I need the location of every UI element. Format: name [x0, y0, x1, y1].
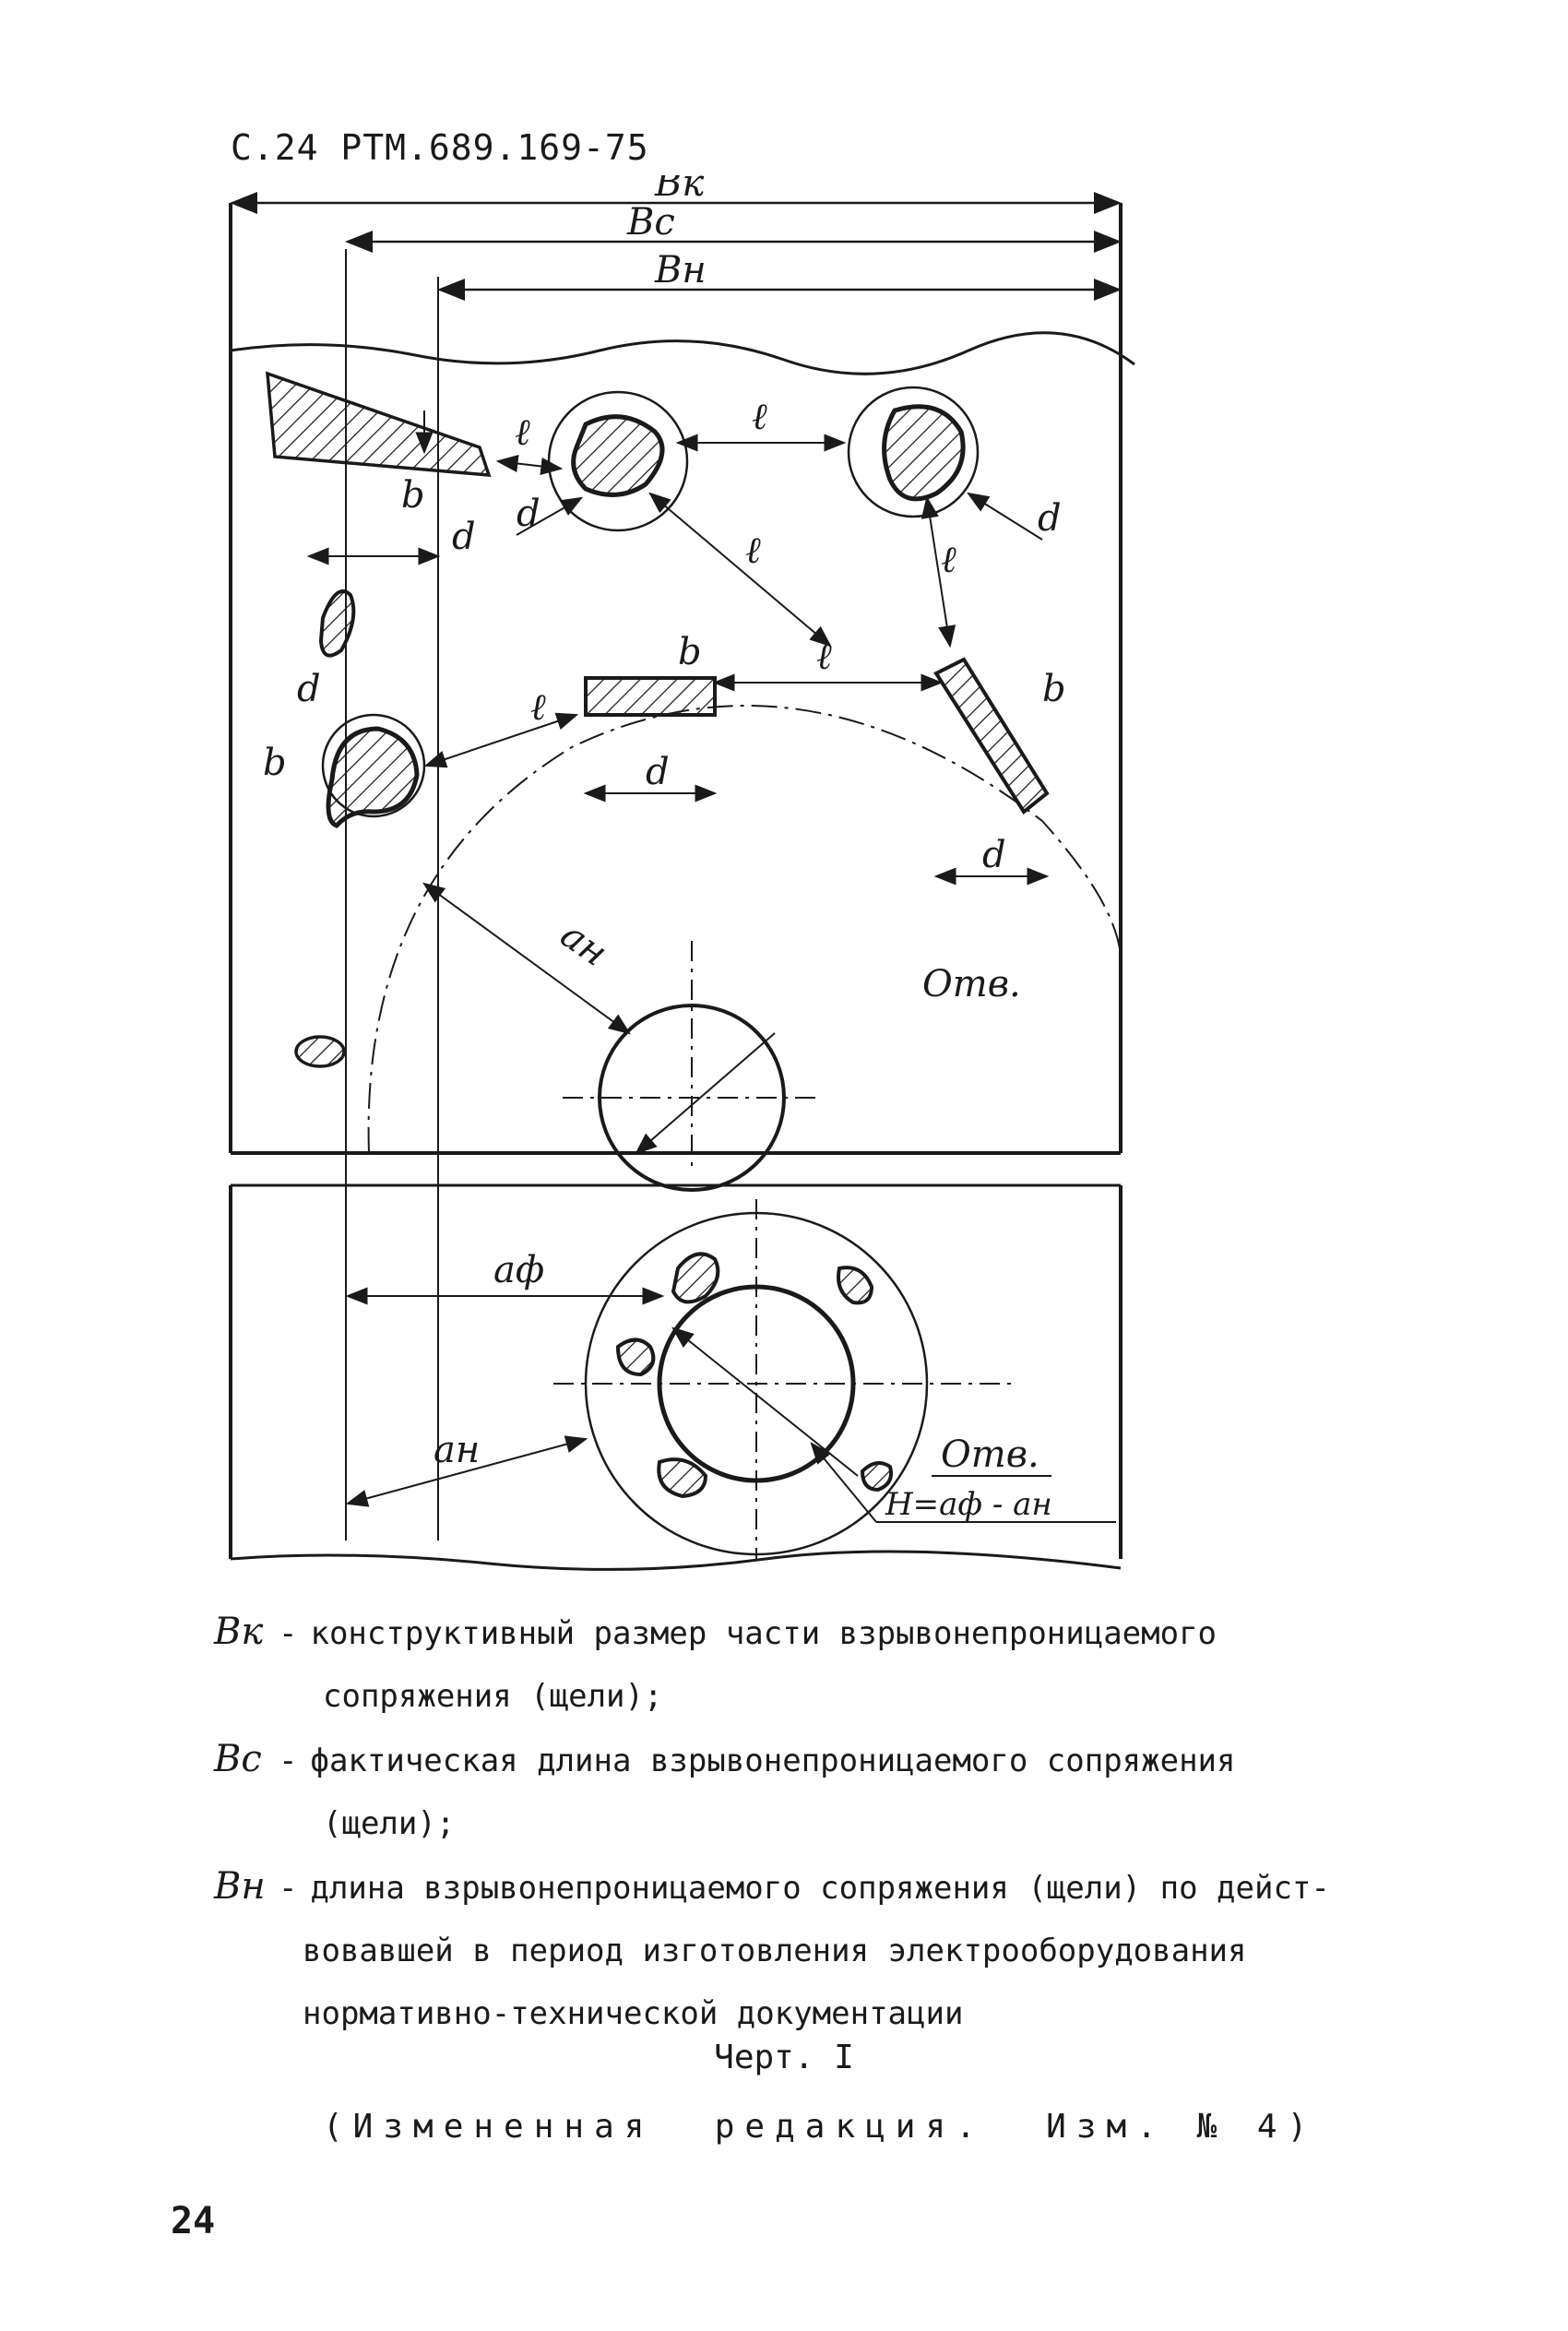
- legend-symbol-bn: Вн: [214, 1865, 266, 1908]
- legend-item-bn-cont-1: вовавшей в период изготовления электрооб…: [214, 1920, 1358, 1982]
- legend-item-bn-cont-2: нормативно-технической документации: [214, 1982, 1358, 2045]
- legend-item-bn: Вн-длина взрывонепроницаемого сопряжения…: [214, 1855, 1358, 1920]
- label-bk: Вк: [654, 175, 704, 205]
- l-arrow-3: [648, 492, 832, 648]
- legend-text-line: нормативно-технической документации: [303, 1995, 964, 2032]
- label-b-3: b: [1042, 668, 1066, 710]
- slanted-pore: [933, 657, 1050, 815]
- legend-text-line: длина взрывонепроницаемого сопряжения (щ…: [310, 1870, 1330, 1907]
- drawing-svg: Вк Вс Вн ℓ ℓ ℓ ℓ ℓ ℓ d d d d d d b b b b…: [229, 175, 1135, 1571]
- legend-dash: -: [279, 1742, 298, 1779]
- label-l-1: ℓ: [515, 411, 530, 454]
- legend-text-line: сопряжения (щели);: [323, 1678, 663, 1715]
- pore-circle-2: [847, 386, 980, 518]
- an-lower-arrow: [345, 1435, 588, 1507]
- legend-dash: -: [279, 1615, 298, 1652]
- label-b-4: b: [263, 742, 287, 784]
- legend-symbol-bk: Вк: [214, 1611, 264, 1653]
- legend: Вк-конструктивный размер части взрывонеп…: [214, 1600, 1358, 2045]
- upper-view-wavy-edge: [230, 331, 1135, 375]
- d-leader-2: [516, 496, 584, 536]
- legend-item-bk: Вк-конструктивный размер части взрывонеп…: [214, 1600, 1358, 1665]
- label-l-4: ℓ: [941, 539, 956, 581]
- pore-blob-small-2: [294, 1035, 346, 1068]
- label-an-lower: ан: [434, 1429, 480, 1471]
- l-arrow-1: [495, 454, 564, 476]
- label-l-5: ℓ: [530, 686, 546, 729]
- page-number: 24: [171, 2200, 216, 2242]
- pore-blob-3: [326, 726, 420, 828]
- lower-view-bottom-edge: [230, 1550, 1122, 1571]
- lower-pore-5: [860, 1461, 894, 1493]
- legend-text-line: фактическая длина взрывонепроницаемого с…: [310, 1742, 1236, 1779]
- label-d-5: d: [646, 751, 670, 793]
- wedge-pore: [266, 371, 492, 477]
- pore-blob-small-1: [318, 589, 356, 658]
- label-b-1: b: [401, 474, 425, 517]
- lower-pore-2: [837, 1266, 874, 1305]
- otv-lower-leader: [671, 1326, 859, 1477]
- rect-pore: [584, 676, 717, 717]
- legend-item-bc: Вс-фактическая длина взрывонепроницаемог…: [214, 1728, 1358, 1792]
- label-b-2: b: [678, 631, 702, 673]
- otv-leader: [635, 1032, 776, 1155]
- h-leader: [810, 1442, 877, 1523]
- lower-pore-1: [671, 1252, 720, 1304]
- d-leader-3: [966, 492, 1043, 541]
- l-arrow-4: [921, 495, 956, 648]
- legend-text-line: конструктивный размер части взрывонепрон…: [310, 1615, 1218, 1652]
- label-af: аф: [493, 1249, 544, 1291]
- page-header: С.24 РТМ.689.169-75: [231, 127, 649, 168]
- lower-pore-4: [657, 1457, 708, 1499]
- label-d-1: d: [452, 516, 476, 558]
- label-otv-lower: Отв.: [941, 1433, 1039, 1476]
- pore-blob-1: [571, 414, 665, 497]
- lower-pore-3: [615, 1338, 656, 1377]
- revision-note: (Измененная редакция. Изм. № 4): [323, 2108, 1318, 2146]
- legend-item-bk-cont: сопряжения (щели);: [214, 1665, 1358, 1728]
- label-bc: Вс: [626, 201, 675, 244]
- l-arrow-5: [423, 712, 579, 768]
- legend-symbol-bc: Вс: [214, 1738, 262, 1780]
- legend-dash: -: [279, 1870, 298, 1907]
- label-l-3: ℓ: [745, 529, 761, 572]
- legend-text-line: (щели);: [323, 1805, 456, 1842]
- label-bn: Вн: [654, 249, 707, 291]
- technical-drawing: Вк Вс Вн ℓ ℓ ℓ ℓ ℓ ℓ d d d d d d b b b b…: [212, 175, 1144, 1587]
- label-an-upper: ан: [552, 914, 615, 975]
- label-d-6: d: [982, 834, 1006, 876]
- label-l-6: ℓ: [816, 636, 832, 678]
- label-otv-upper: Отв.: [922, 963, 1021, 1005]
- label-l-2: ℓ: [752, 396, 767, 438]
- label-d-3: d: [1038, 497, 1062, 540]
- legend-text-line: вовавшей в период изготовления электрооб…: [303, 1933, 1247, 1969]
- label-d-2: d: [517, 493, 540, 535]
- label-h-formula: Н=аф - ан: [885, 1486, 1052, 1523]
- legend-item-bc-cont: (щели);: [214, 1792, 1358, 1855]
- pore-blob-2: [882, 404, 966, 502]
- label-d-4: d: [297, 668, 321, 710]
- figure-caption: Черт. I: [714, 2039, 854, 2076]
- safety-zone-arc: [367, 705, 1123, 1154]
- an-arrow: [422, 882, 631, 1035]
